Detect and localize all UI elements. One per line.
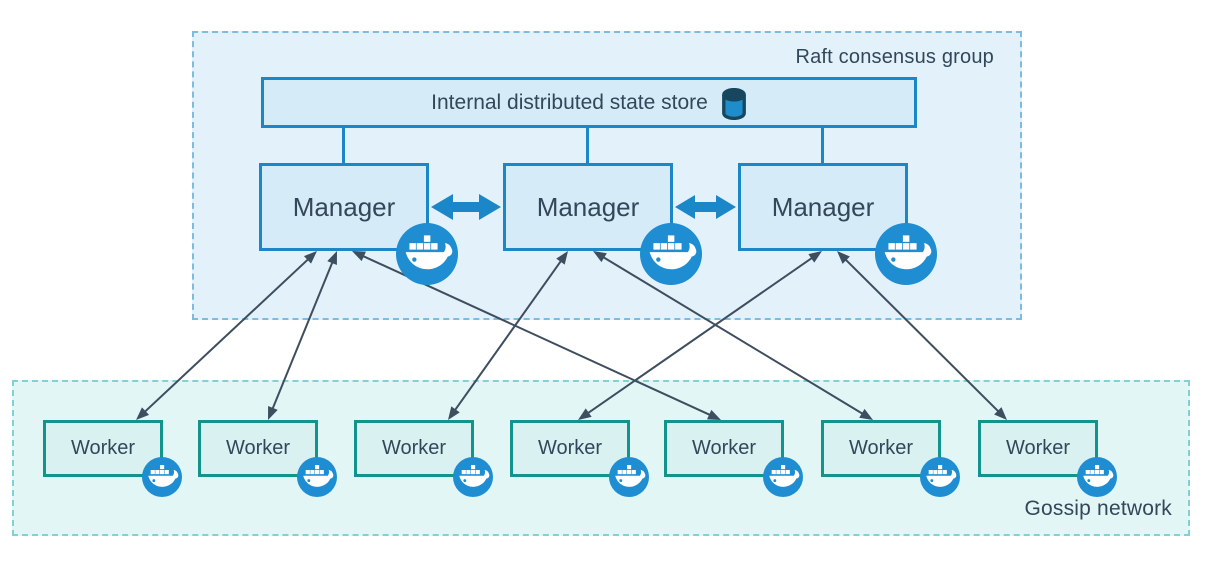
manager-label: Manager [536, 191, 640, 222]
worker-label: Worker [70, 437, 136, 459]
worker-label: Worker [225, 437, 291, 459]
worker-label: Worker [691, 437, 757, 459]
worker-5-box: Worker [664, 420, 784, 477]
worker-1-box: Worker [43, 420, 163, 477]
manager-3-box: Manager [738, 163, 908, 251]
manager-label: Manager [771, 191, 875, 222]
worker-label: Worker [381, 437, 447, 459]
docker-whale-icon [453, 457, 493, 497]
docker-whale-icon [142, 457, 182, 497]
docker-whale-icon [297, 457, 337, 497]
docker-whale-icon [875, 223, 937, 285]
docker-whale-icon [920, 457, 960, 497]
worker-7-box: Worker [978, 420, 1098, 477]
manager-label: Manager [292, 191, 396, 222]
store-connector [586, 128, 589, 164]
store-connector [342, 128, 345, 164]
worker-6-box: Worker [821, 420, 941, 477]
worker-4-box: Worker [510, 420, 630, 477]
docker-whale-icon [1077, 457, 1117, 497]
docker-whale-icon [396, 223, 458, 285]
worker-2-box: Worker [198, 420, 318, 477]
state-store-box: Internal distributed state store [261, 77, 917, 128]
state-store-label: Internal distributed state store [431, 90, 708, 114]
worker-label: Worker [848, 437, 914, 459]
database-cylinder-icon [721, 88, 747, 120]
worker-label: Worker [537, 437, 603, 459]
manager-1-box: Manager [259, 163, 429, 251]
worker-label: Worker [1005, 437, 1071, 459]
docker-whale-icon [609, 457, 649, 497]
docker-whale-icon [763, 457, 803, 497]
gossip-network-label: Gossip network [1024, 497, 1172, 520]
manager-2-box: Manager [503, 163, 673, 251]
worker-3-box: Worker [354, 420, 474, 477]
store-connector [821, 128, 824, 164]
raft-group-label: Raft consensus group [795, 46, 994, 68]
docker-whale-icon [640, 223, 702, 285]
